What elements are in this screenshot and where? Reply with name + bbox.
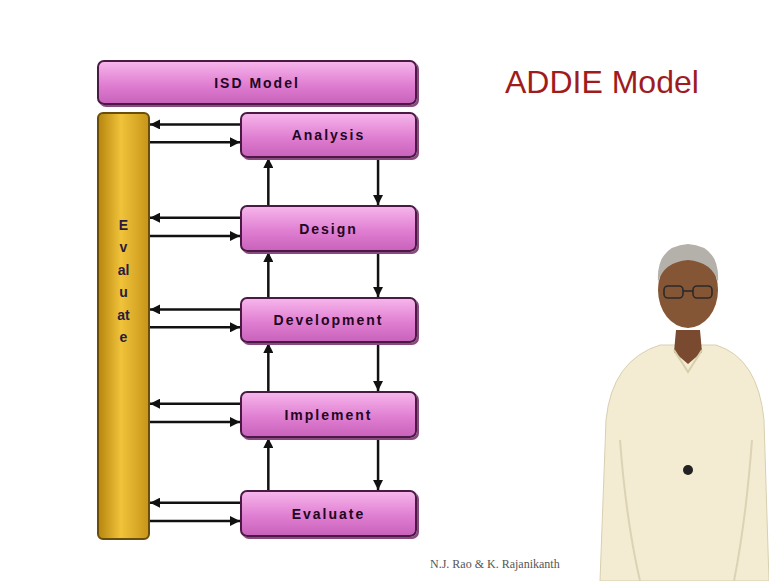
flow-arrow <box>150 520 240 523</box>
slide-title: ADDIE Model <box>505 64 699 101</box>
flow-arrow <box>150 402 240 405</box>
evaluate-bar: Evaluate <box>97 112 150 540</box>
presenter-arm <box>620 440 640 581</box>
flow-arrow <box>150 123 240 126</box>
flow-arrow <box>267 252 270 297</box>
presenter-collar <box>674 350 702 372</box>
flow-arrow <box>150 421 240 424</box>
presenter-shirt <box>600 345 769 581</box>
node-text: ISD Model <box>214 75 300 91</box>
flow-arrow <box>150 501 240 504</box>
flow-arrow <box>150 141 240 144</box>
flow-arrow <box>150 235 240 238</box>
flow-arrow <box>377 438 380 490</box>
flow-arrow <box>267 343 270 391</box>
photo-ground <box>578 172 769 581</box>
phase-box: Design <box>240 205 417 252</box>
node-text: Design <box>299 221 358 237</box>
presenter-arm <box>734 440 752 581</box>
node-text: Analysis <box>292 127 366 143</box>
flow-arrow <box>377 158 380 205</box>
flow-arrow <box>150 308 240 311</box>
phase-box: Evaluate <box>240 490 417 537</box>
presenter-glasses <box>693 286 712 298</box>
flow-arrow <box>150 216 240 219</box>
flow-arrow <box>267 438 270 490</box>
node-text: Evaluate <box>117 214 131 348</box>
node-text: Implement <box>284 407 372 423</box>
flow-arrow <box>377 252 380 297</box>
flow-arrow <box>267 158 270 205</box>
node-text: Development <box>274 312 384 328</box>
phase-box: Analysis <box>240 112 417 158</box>
flow-arrow <box>150 326 240 329</box>
phase-box: Development <box>240 297 417 343</box>
header-band: ISD Model <box>97 60 417 105</box>
presenter-glasses <box>683 290 693 292</box>
slide-caption: N.J. Rao & K. Rajanikanth <box>430 557 560 572</box>
lapel-microphone <box>683 465 693 475</box>
presenter-neck <box>674 330 702 364</box>
presenter-glasses <box>664 286 683 298</box>
node-text: Evaluate <box>292 506 366 522</box>
flow-arrow <box>377 343 380 391</box>
phase-box: Implement <box>240 391 417 438</box>
presenter-hair <box>658 244 718 282</box>
